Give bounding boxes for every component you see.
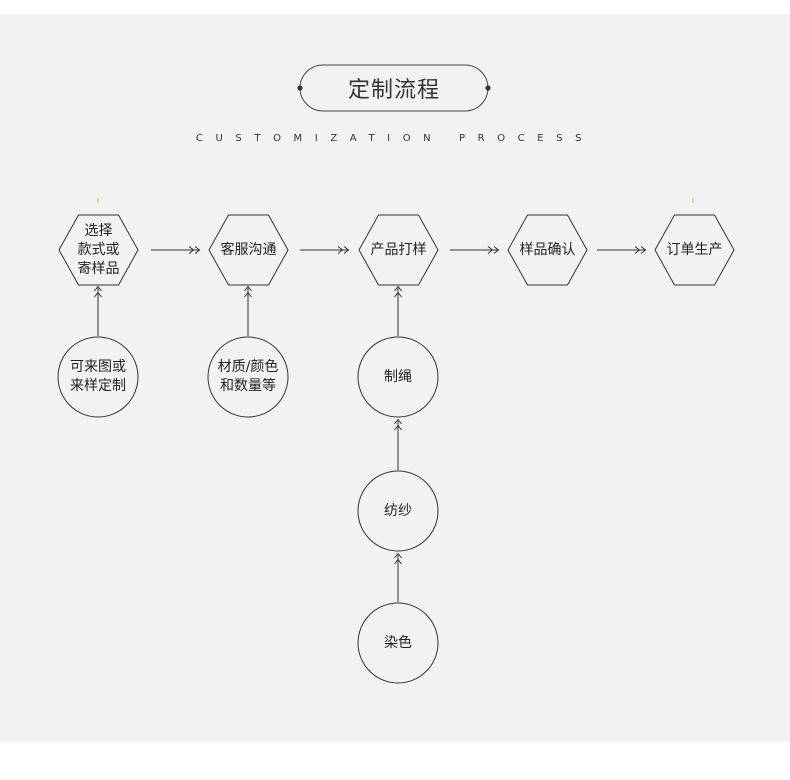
input-label-line: 来样定制 <box>70 378 126 394</box>
step-label-5: 订单生产 <box>655 215 734 285</box>
step-label-line: 选择 <box>84 222 113 239</box>
input-label-line: 和数量等 <box>220 378 276 394</box>
input-label-1: 可来图或 来样定制 <box>58 337 138 417</box>
step-label-3: 产品打样 <box>359 215 438 285</box>
input-circle-1 <box>57 336 139 418</box>
arrow-right-3 <box>450 246 500 254</box>
arrow-right-4 <box>597 246 647 254</box>
arrow-up-3 <box>394 285 402 336</box>
title-dot-right <box>485 85 491 91</box>
input-circle-3 <box>357 336 439 418</box>
input-label-2: 材质/颜色 和数量等 <box>206 337 290 417</box>
input-label-line: 染色 <box>384 634 412 651</box>
input-label-5: 染色 <box>358 603 438 683</box>
input-label-line: 制绳 <box>384 368 412 385</box>
step-hexagon-2 <box>208 214 289 286</box>
arrow-right-2 <box>300 246 350 254</box>
title-dot-left <box>297 85 303 91</box>
arrow-right-1 <box>151 246 201 254</box>
input-circle-4 <box>357 470 439 552</box>
step-hexagon-1 <box>58 214 139 286</box>
step-hexagon-4 <box>507 214 588 286</box>
step-label-1: 选择 款式或 寄样品 <box>59 215 138 285</box>
input-label-line: 纺纱 <box>384 502 412 519</box>
arrow-up-2 <box>244 285 252 336</box>
step-hexagon-3 <box>358 214 439 286</box>
step-label-4: 样品确认 <box>508 215 587 285</box>
step-label-line: 寄样品 <box>77 260 120 277</box>
input-circle-2 <box>207 336 289 418</box>
input-label-line: 材质/颜色 <box>217 359 279 375</box>
step-label-2: 客服沟通 <box>209 215 288 285</box>
title-pill: 定制流程 <box>300 65 488 111</box>
arrow-up-4 <box>394 418 402 470</box>
arrow-up-5 <box>394 552 402 602</box>
step-label-line: 订单生产 <box>666 241 723 258</box>
input-label-4: 纺纱 <box>358 471 438 551</box>
arrow-up-1 <box>94 285 102 336</box>
input-label-3: 制绳 <box>358 337 438 417</box>
content-panel <box>0 14 790 742</box>
step-label-line: 样品确认 <box>519 241 576 258</box>
step-hexagon-5 <box>654 214 735 286</box>
step-label-line: 产品打样 <box>370 241 427 258</box>
input-circle-5 <box>357 602 439 684</box>
page-title: 定制流程 <box>347 78 440 103</box>
step-label-line: 款式或 <box>77 241 120 258</box>
input-label-line: 可来图或 <box>70 359 126 375</box>
page-subtitle: CUSTOMIZATION PROCESS <box>195 133 595 144</box>
step-label-line: 客服沟通 <box>220 241 277 258</box>
